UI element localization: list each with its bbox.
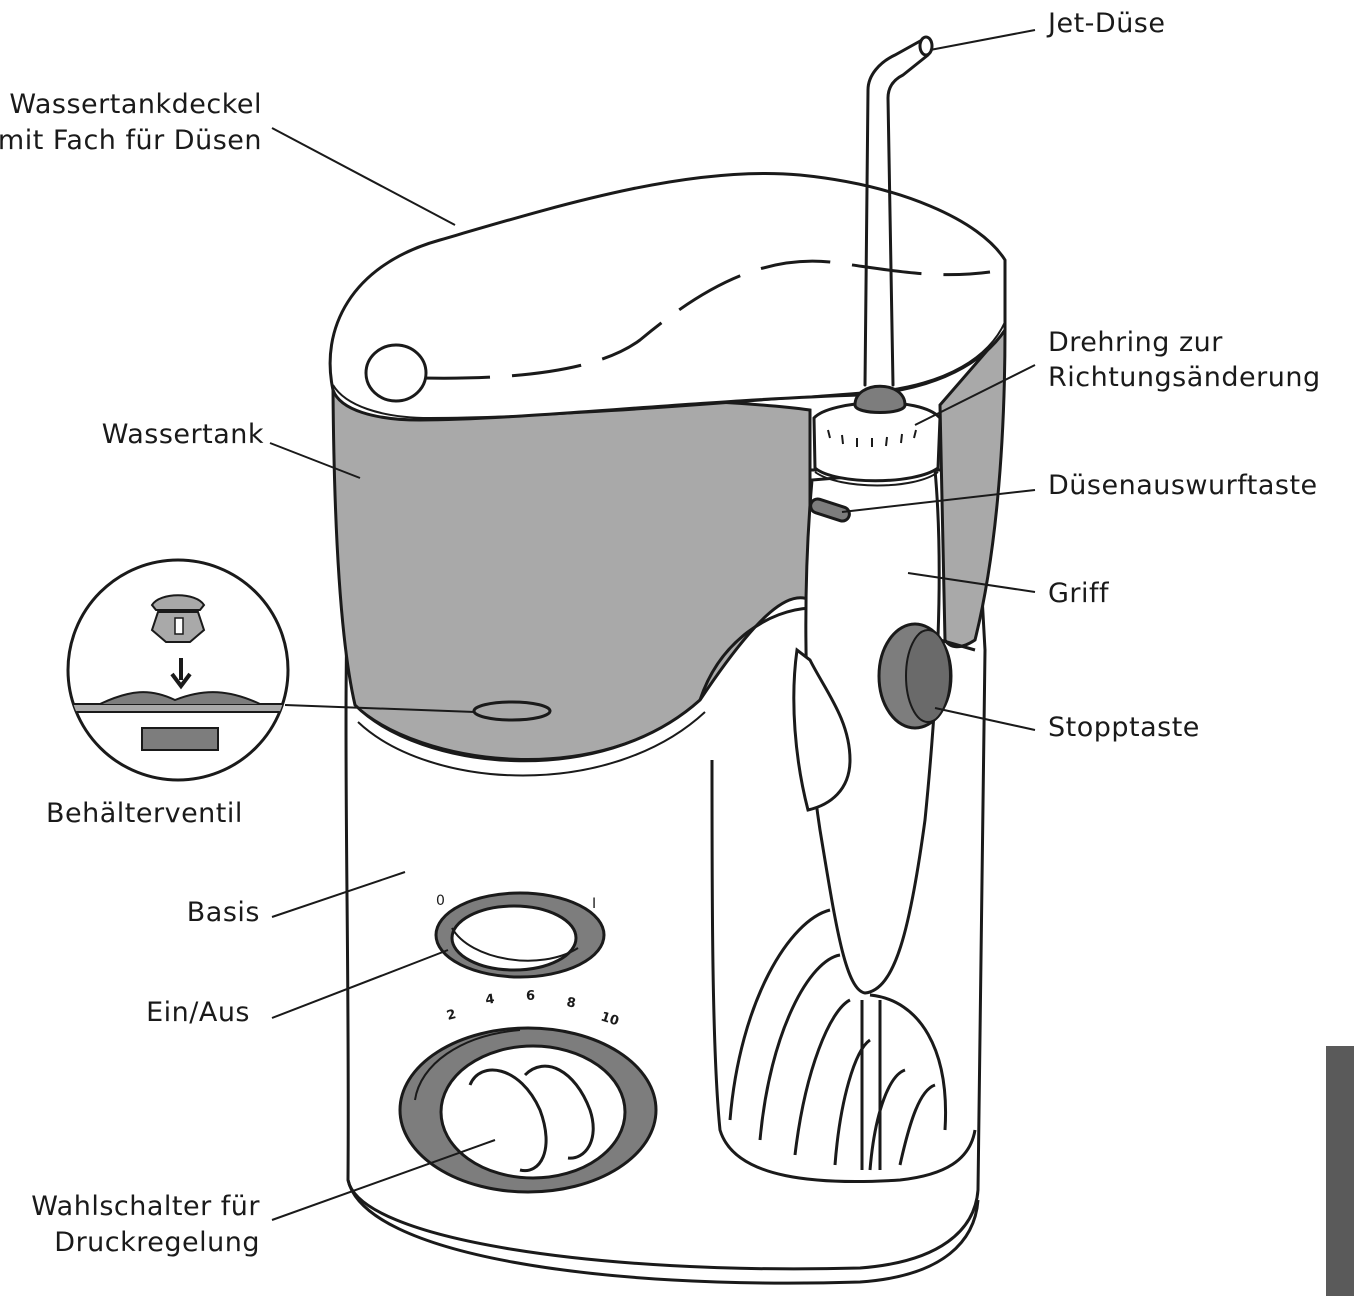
label-pressure-dial-line2: Druckregelung [54, 1227, 260, 1258]
label-power-switch: Ein/Aus [146, 997, 250, 1028]
jet-nozzle-shape [863, 35, 934, 387]
pressure-scale: 2 4 6 8 10 [445, 989, 620, 1029]
arrow-down-icon [170, 658, 192, 690]
pressure-tick-label: 10 [599, 1010, 621, 1030]
leader-lines [269, 29, 1036, 1221]
label-tank-lid-line2: mit Fach für Düsen [0, 125, 262, 156]
pressure-tick-label: 6 [526, 989, 535, 1004]
handle-shape [792, 384, 953, 995]
label-reservoir-valve: Behälterventil [46, 798, 243, 829]
label-handle: Griff [1048, 578, 1110, 609]
pressure-tick-label: 2 [445, 1007, 458, 1024]
switch-mark-off: 0 [436, 893, 445, 909]
label-jet-nozzle: Jet-Düse [1048, 8, 1166, 39]
label-water-tank: Wassertank [101, 419, 264, 450]
valve-zoom-inset [66, 558, 290, 782]
label-rotation-ring-line1: Drehring zur [1048, 327, 1223, 358]
reservoir-valve-shape [472, 700, 552, 722]
switch-mark-on: I [592, 896, 596, 912]
water-tank-right-part [938, 325, 1007, 649]
label-stop-button: Stopptaste [1048, 712, 1200, 743]
pressure-tick-label: 8 [565, 995, 577, 1011]
pressure-dial-shape [398, 1026, 658, 1194]
label-base: Basis [186, 897, 260, 928]
hose-cradle [698, 606, 977, 1184]
power-switch-shape [434, 891, 606, 979]
label-nozzle-eject: Düsenauswurftaste [1048, 470, 1318, 501]
label-pressure-dial-line1: Wahlschalter für [31, 1191, 260, 1222]
label-tank-lid-line1: Wassertankdeckel [9, 89, 262, 120]
label-rotation-ring-line2: Richtungsänderung [1048, 362, 1321, 393]
valve-icon [150, 594, 206, 643]
tank-lid [328, 171, 1007, 422]
pressure-tick-label: 4 [484, 992, 495, 1008]
side-tab [1326, 1046, 1354, 1296]
